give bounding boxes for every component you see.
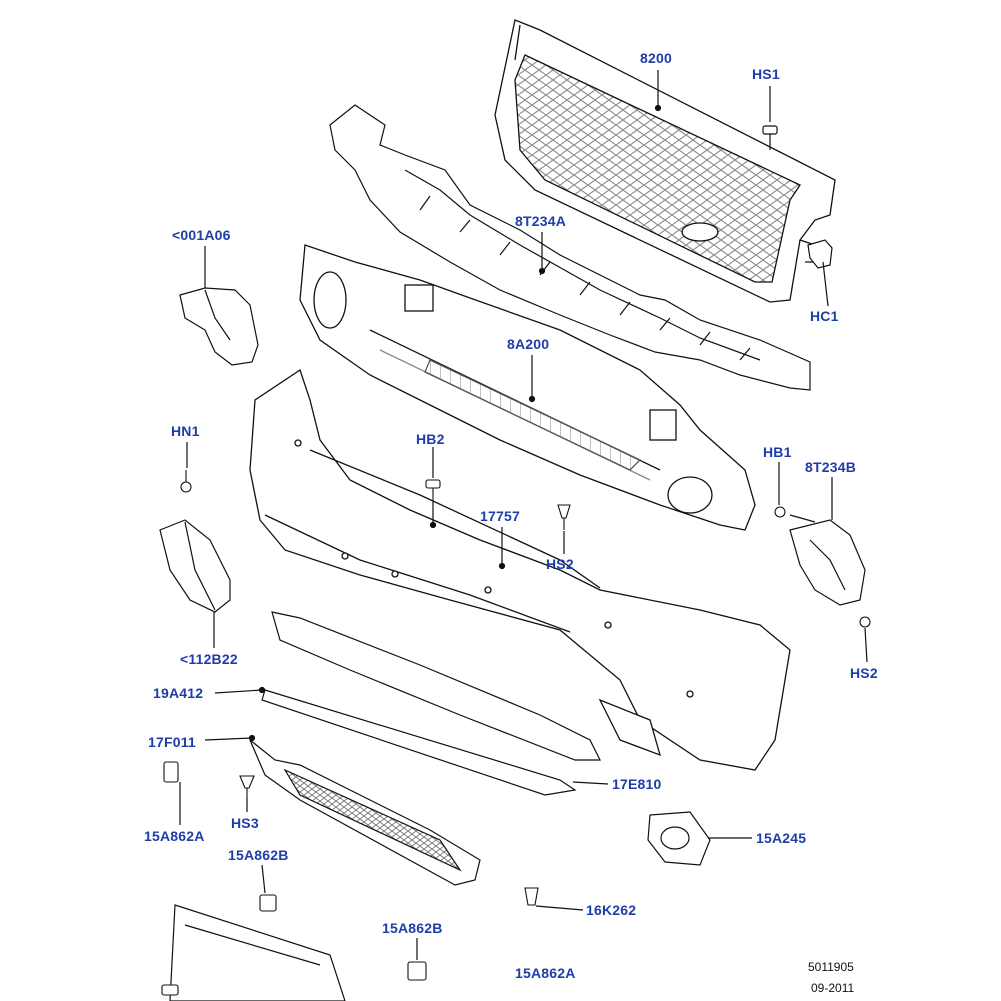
- callout-hn1: HN1: [171, 423, 200, 439]
- 15a862b-lower-clip: [407, 961, 427, 981]
- hs3-fastener: [239, 775, 255, 798]
- radiator-grille: [494, 19, 836, 303]
- callout-001a06: <001A06: [172, 227, 231, 243]
- hs1-screw: [762, 125, 778, 150]
- fasteners: [161, 470, 871, 996]
- hb2-bolt: [425, 479, 441, 500]
- lower-trim-19a412: [261, 611, 601, 796]
- fog-lamp-bezel: [647, 811, 711, 866]
- callout-15a862b-upper: 15A862B: [228, 847, 289, 863]
- callout-8t234a: 8T234A: [515, 213, 567, 229]
- callout-15a862a-left: 15A862A: [144, 828, 205, 844]
- callout-19a412: 19A412: [153, 685, 204, 701]
- callout-8200: 8200: [640, 50, 672, 66]
- callout-16k262: 16K262: [586, 902, 637, 918]
- callout-hb2: HB2: [416, 431, 445, 447]
- hn1-fastener: [180, 470, 192, 493]
- callout-17e810: 17E810: [612, 776, 662, 792]
- leader-lines: [179, 70, 868, 960]
- callout-8t234b: 8T234B: [805, 459, 857, 475]
- 15a862b-clip: [259, 894, 277, 912]
- callout-hs3: HS3: [231, 815, 259, 831]
- left-bracket-001a06: [179, 287, 259, 366]
- hc1-clip: [807, 239, 833, 269]
- 16k262-clip: [524, 887, 539, 906]
- 15a862a-clip: [163, 761, 179, 783]
- callout-17f011: 17F011: [148, 734, 196, 750]
- upper-support-bracket: [329, 104, 811, 391]
- callout-15a862a-lower: 15A862A: [515, 965, 576, 981]
- lower-grille-17f011: [249, 739, 481, 886]
- hb1-bolt: [774, 506, 786, 518]
- plate-screw: [161, 984, 179, 996]
- callout-hc1: HC1: [810, 308, 839, 324]
- diagram-date: 09-2011: [811, 981, 855, 995]
- callout-hb1: HB1: [763, 444, 792, 460]
- callout-17757: 17757: [480, 508, 520, 524]
- bumper-cover: [249, 368, 791, 771]
- callout-hs1: HS1: [752, 66, 780, 82]
- diagram-number: 5011905: [808, 960, 854, 974]
- right-bracket-8t234b: [789, 519, 866, 606]
- front-reinforcement-beam: [299, 244, 756, 531]
- left-side-bracket-112b22: [159, 519, 231, 613]
- callout-hs2-lower: HS2: [850, 665, 878, 681]
- callout-hs2-upper: HS2: [546, 556, 574, 572]
- callout-15a862b-lower: 15A862B: [382, 920, 443, 936]
- callout-15a245: 15A245: [756, 830, 807, 846]
- licence-plate-bracket: [169, 904, 346, 1001]
- hs2-lower-screw: [859, 616, 871, 628]
- hs2-upper-screw: [557, 504, 571, 530]
- callout-8a200: 8A200: [507, 336, 550, 352]
- callout-112b22: <112B22: [180, 651, 238, 667]
